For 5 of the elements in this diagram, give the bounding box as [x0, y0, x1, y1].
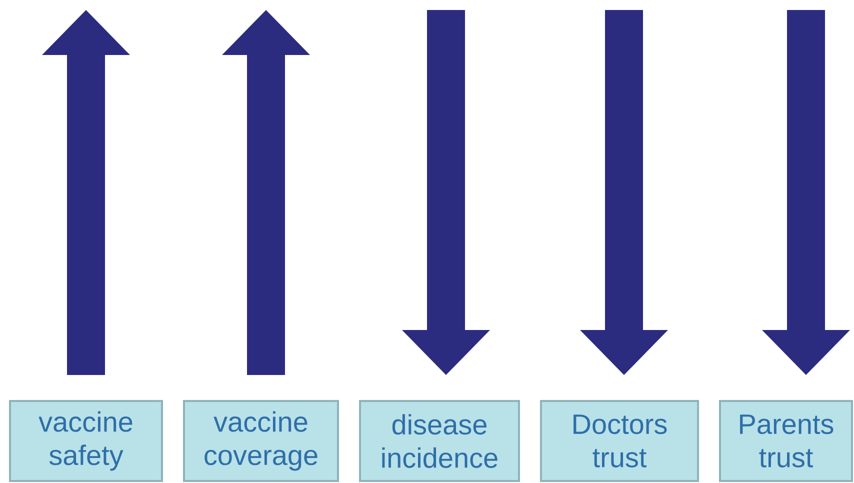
label-box: Parents trust	[719, 400, 853, 482]
label-box: disease incidence	[359, 400, 520, 482]
label-box: Doctors trust	[540, 400, 700, 482]
label-box: vaccine safety	[9, 400, 163, 482]
label-box: vaccine coverage	[183, 400, 339, 482]
